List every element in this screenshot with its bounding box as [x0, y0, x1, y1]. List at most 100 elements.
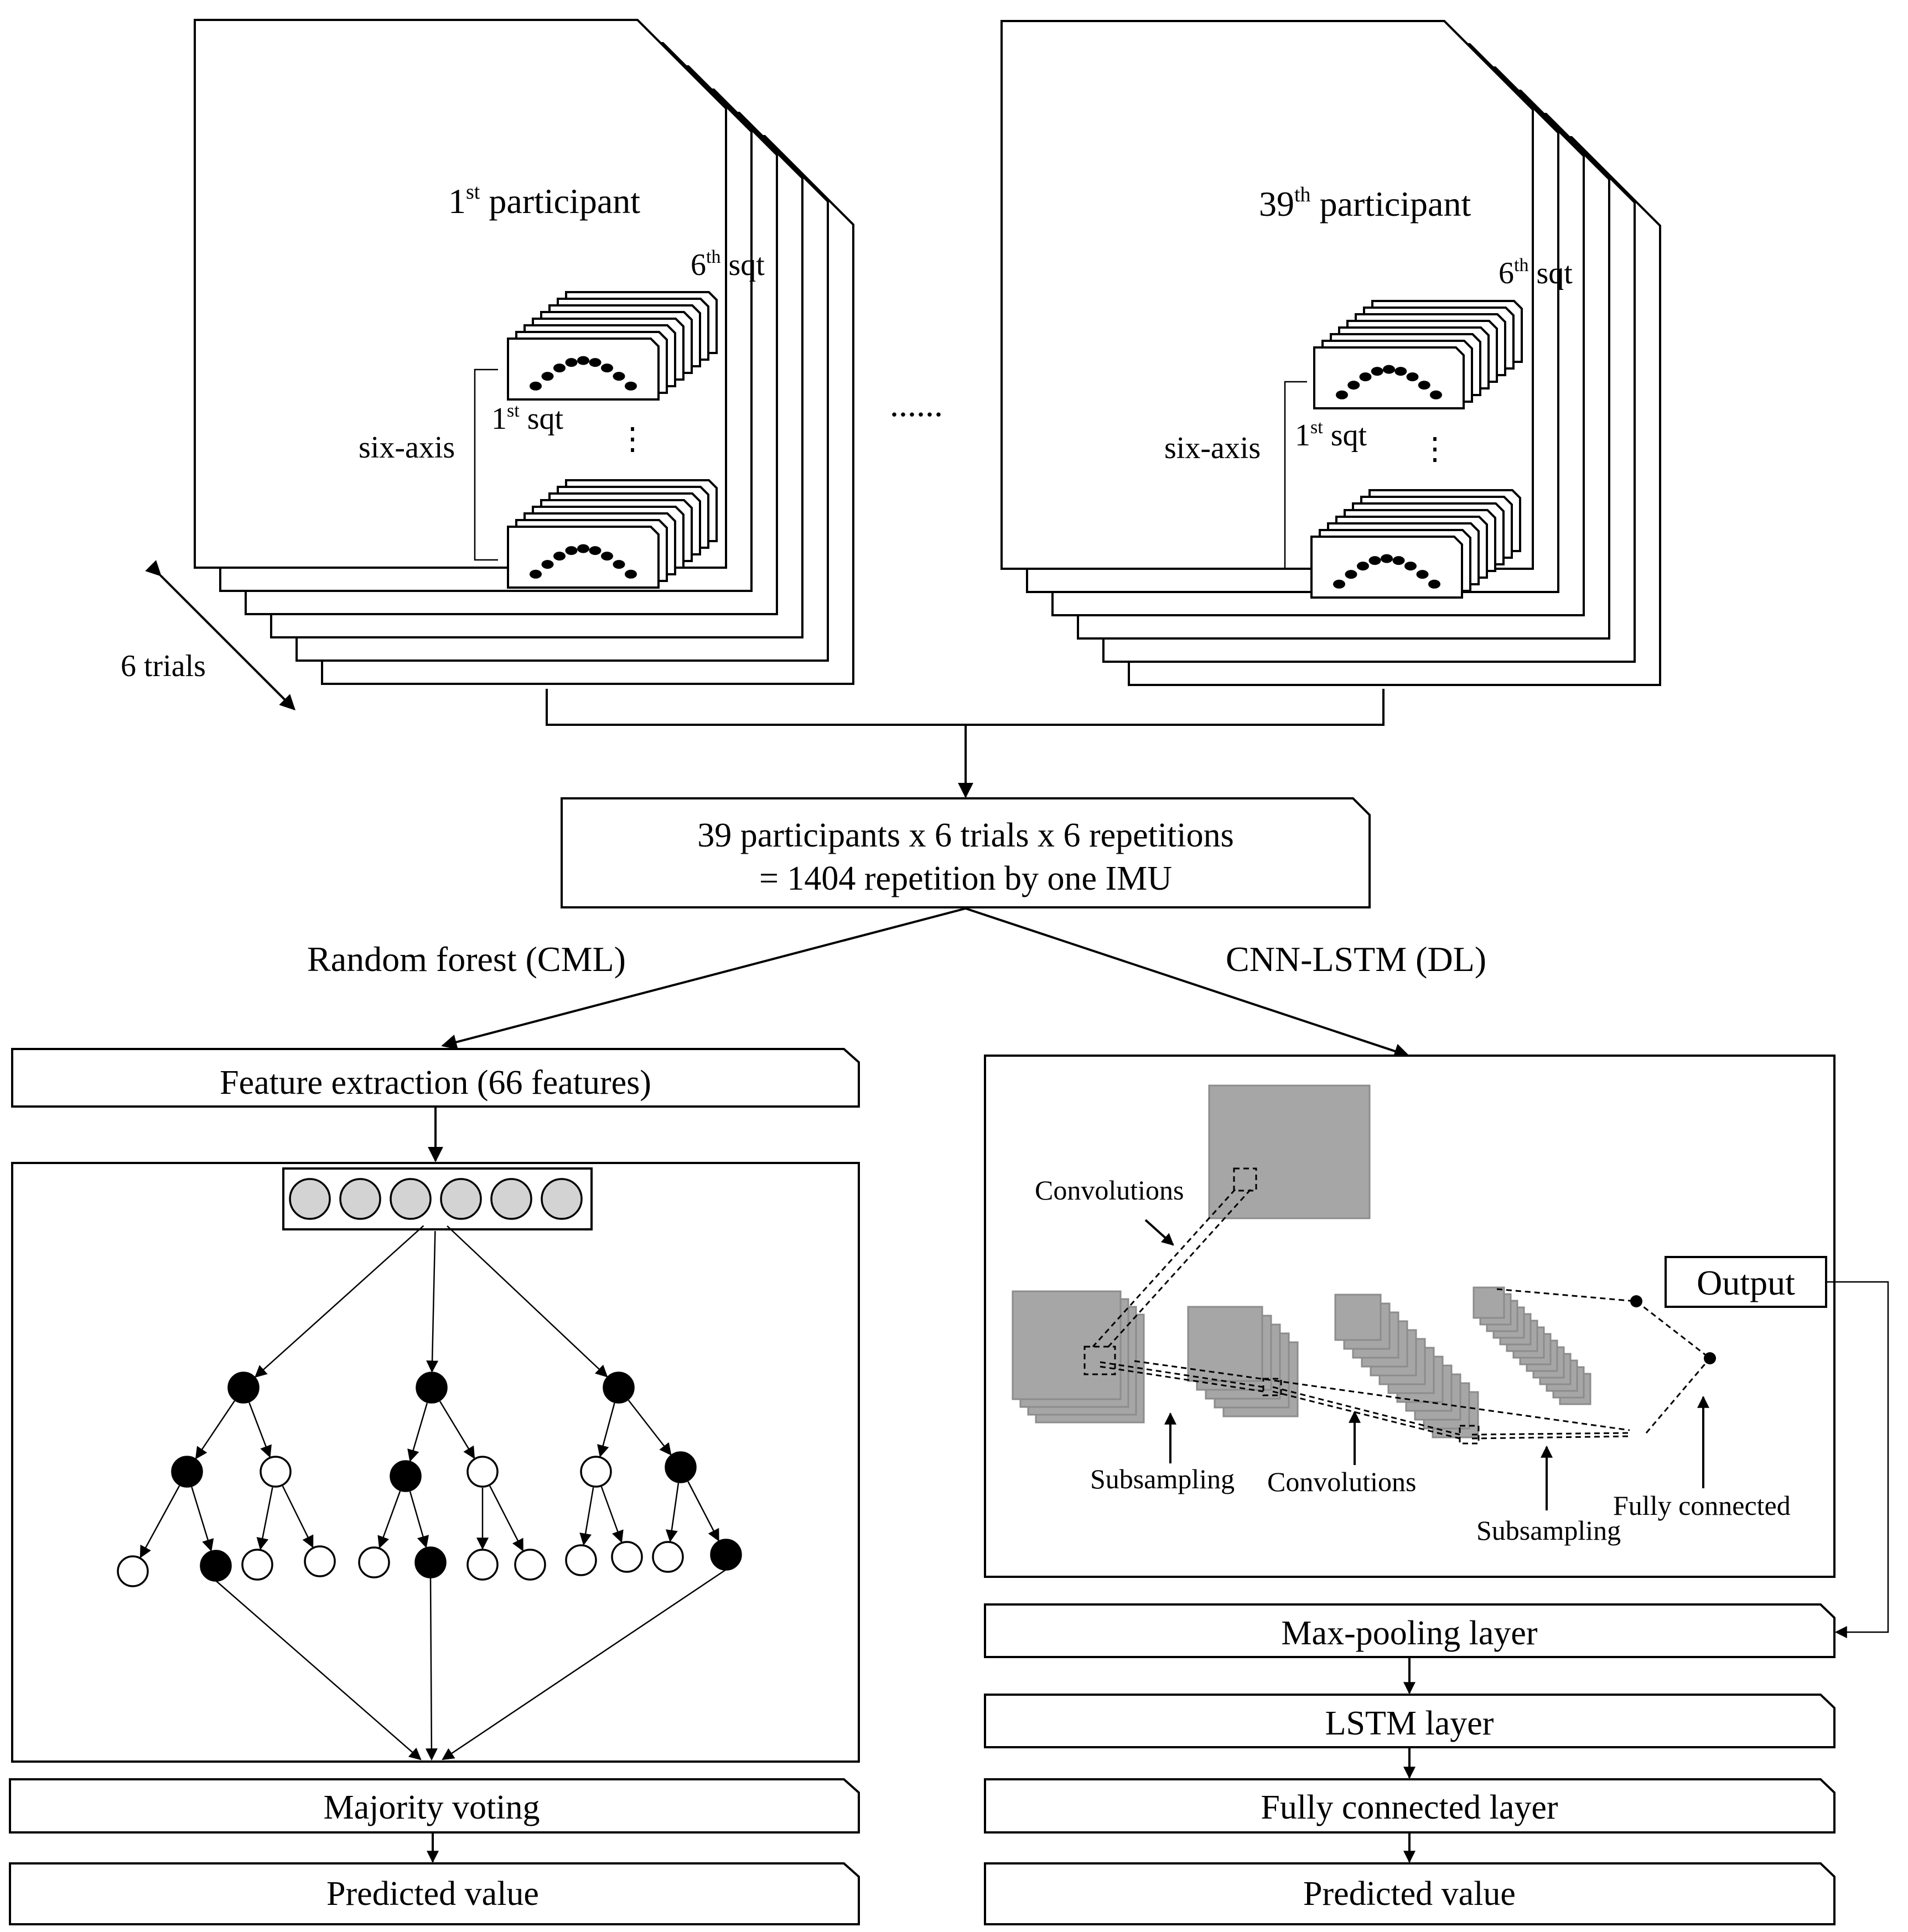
feature-node [490, 1178, 532, 1220]
tree-node-filled [710, 1539, 742, 1571]
cnn-convolutions-2-label: Convolutions [1267, 1466, 1416, 1497]
sqt-top-signal-dot [553, 363, 566, 373]
sqt-bottom-signal-dot [601, 552, 613, 561]
tree-node-filled [414, 1546, 447, 1578]
sqt-top-signal-dot [577, 356, 589, 365]
tree-node-empty [611, 1541, 643, 1573]
participant-stack-first: 1st participant 6th sqt 1st sqt six-axis… [194, 19, 854, 685]
vote-edge [425, 1577, 438, 1761]
tree-node-filled [200, 1550, 232, 1582]
tree-edge [687, 1481, 719, 1542]
sqt-top-card [507, 337, 660, 401]
sqt-top-2-signal-dot [1336, 390, 1348, 399]
cnn-sub2-map [1473, 1286, 1505, 1319]
sqt-top-signal-dot [625, 381, 637, 391]
tree-node-empty [260, 1456, 292, 1488]
tree-edge [256, 1487, 273, 1550]
cnn-fc-link [1636, 1300, 1710, 1359]
trials-label: 6 trials [121, 649, 206, 683]
max-pooling-box [984, 1603, 1836, 1658]
sqt-bottom-signal-dot [589, 546, 602, 555]
sqt-top-2-signal-dot [1406, 372, 1419, 382]
cnn-sub1-map [1187, 1306, 1263, 1382]
majority-voting-box [9, 1778, 860, 1834]
six-axis-bracket [474, 368, 498, 561]
cnn-conv-pointer [1144, 1219, 1174, 1246]
tree-node-empty [565, 1544, 597, 1576]
branch-arrow-left [441, 907, 966, 1050]
feature-vector [282, 1167, 593, 1230]
sqt-top-signal-dot [565, 358, 578, 367]
sqt-top-label-2: 6th sqt [1499, 255, 1573, 290]
cnn-conv-link [1107, 1188, 1252, 1348]
tree-node-filled [171, 1456, 203, 1488]
sqt-bottom-2-signal-dot [1404, 562, 1417, 571]
sqt-bottom-signal-dot [577, 544, 589, 553]
sqt-top-2-signal-dot [1430, 390, 1442, 399]
tree-node-filled [416, 1372, 448, 1404]
tree-node-empty [304, 1545, 336, 1577]
sqt-bottom-2-signal-dot [1333, 579, 1345, 589]
participant-first-sheet [194, 19, 727, 569]
feature-extraction-box [11, 1048, 860, 1108]
branch-label-left: Random forest (CML) [307, 939, 626, 979]
cnn-conv1-map [1012, 1290, 1122, 1400]
tree-edge [254, 1225, 424, 1378]
sqt-top-2-signal-dot [1418, 381, 1430, 390]
tree-node-empty [117, 1555, 149, 1587]
predicted-value-box-left [9, 1862, 860, 1925]
sqt-bottom-signal-dot [613, 560, 625, 569]
vdots-2: ⋮ [1419, 432, 1450, 466]
tree-edge [600, 1486, 624, 1543]
tree-edge [665, 1483, 680, 1543]
tree-edge [191, 1487, 214, 1552]
participant-last-title: 39th participant [1259, 183, 1471, 224]
sqt-top-signal-dot [530, 381, 542, 391]
trials-double-arrow [145, 560, 295, 710]
fully-connected-layer-label: Fully connected layer [1261, 1789, 1558, 1826]
fully-connected-layer-box [984, 1778, 1836, 1834]
stacks-merge-bracket [546, 689, 1385, 726]
decision-trees [117, 1225, 742, 1761]
participant-first-title: 1st participant [448, 180, 640, 221]
sqt-bottom-2-signal-dot [1416, 570, 1429, 579]
cnn-dashed-link [1134, 1360, 1630, 1431]
tree-node-filled [665, 1451, 697, 1483]
branch-label-right: CNN-LSTM (DL) [1226, 939, 1486, 979]
cnn-conv2-map [1334, 1294, 1382, 1341]
sqt-top-signal-dot [541, 372, 554, 381]
cnn-conv2-window [1459, 1425, 1480, 1445]
tree-node-empty [241, 1549, 273, 1581]
cnn-conv-link [1092, 1188, 1236, 1348]
output-feedback-arrow [1826, 1281, 1889, 1638]
lstm-label: LSTM layer [1325, 1705, 1494, 1742]
participant-last-sheet [1000, 20, 1534, 570]
vote-edge [442, 1569, 727, 1760]
tree-edge [628, 1400, 672, 1456]
sqt-bottom-signal-dot [625, 569, 637, 579]
predicted-value-box-right [984, 1862, 1836, 1925]
feature-node [339, 1178, 381, 1220]
tree-edge [579, 1487, 594, 1546]
cnn-fc-link [1645, 1358, 1711, 1434]
feature-node [289, 1178, 331, 1220]
more-participants-ellipsis: ...... [890, 385, 943, 424]
sqt-top-2-signal-dot [1383, 365, 1395, 374]
cnn-dashed-link [1272, 1386, 1460, 1436]
cnn-receptive-field [1233, 1167, 1257, 1192]
six-axis-label-2: six-axis [1164, 431, 1261, 465]
cnn-output-box [1665, 1256, 1827, 1308]
tree-node-empty [652, 1541, 684, 1573]
cnn-architecture [1012, 1084, 1716, 1510]
sqt-bottom-signal-dot [565, 546, 578, 555]
max-pooling-label: Max-pooling layer [1281, 1614, 1538, 1652]
sqt-top-2-card [1313, 346, 1465, 409]
summary-box [561, 797, 1371, 908]
random-forest-panel [11, 1162, 860, 1763]
cnn-dashed-link [1272, 1390, 1460, 1440]
tree-edge [439, 1401, 475, 1460]
predicted-value-label-left: Predicted value [326, 1875, 539, 1913]
sqt-bottom-label-2: 1st sqt [1295, 417, 1367, 453]
tree-edge [195, 1400, 235, 1460]
cnn-subsampling-2-label: Subsampling [1476, 1515, 1621, 1546]
